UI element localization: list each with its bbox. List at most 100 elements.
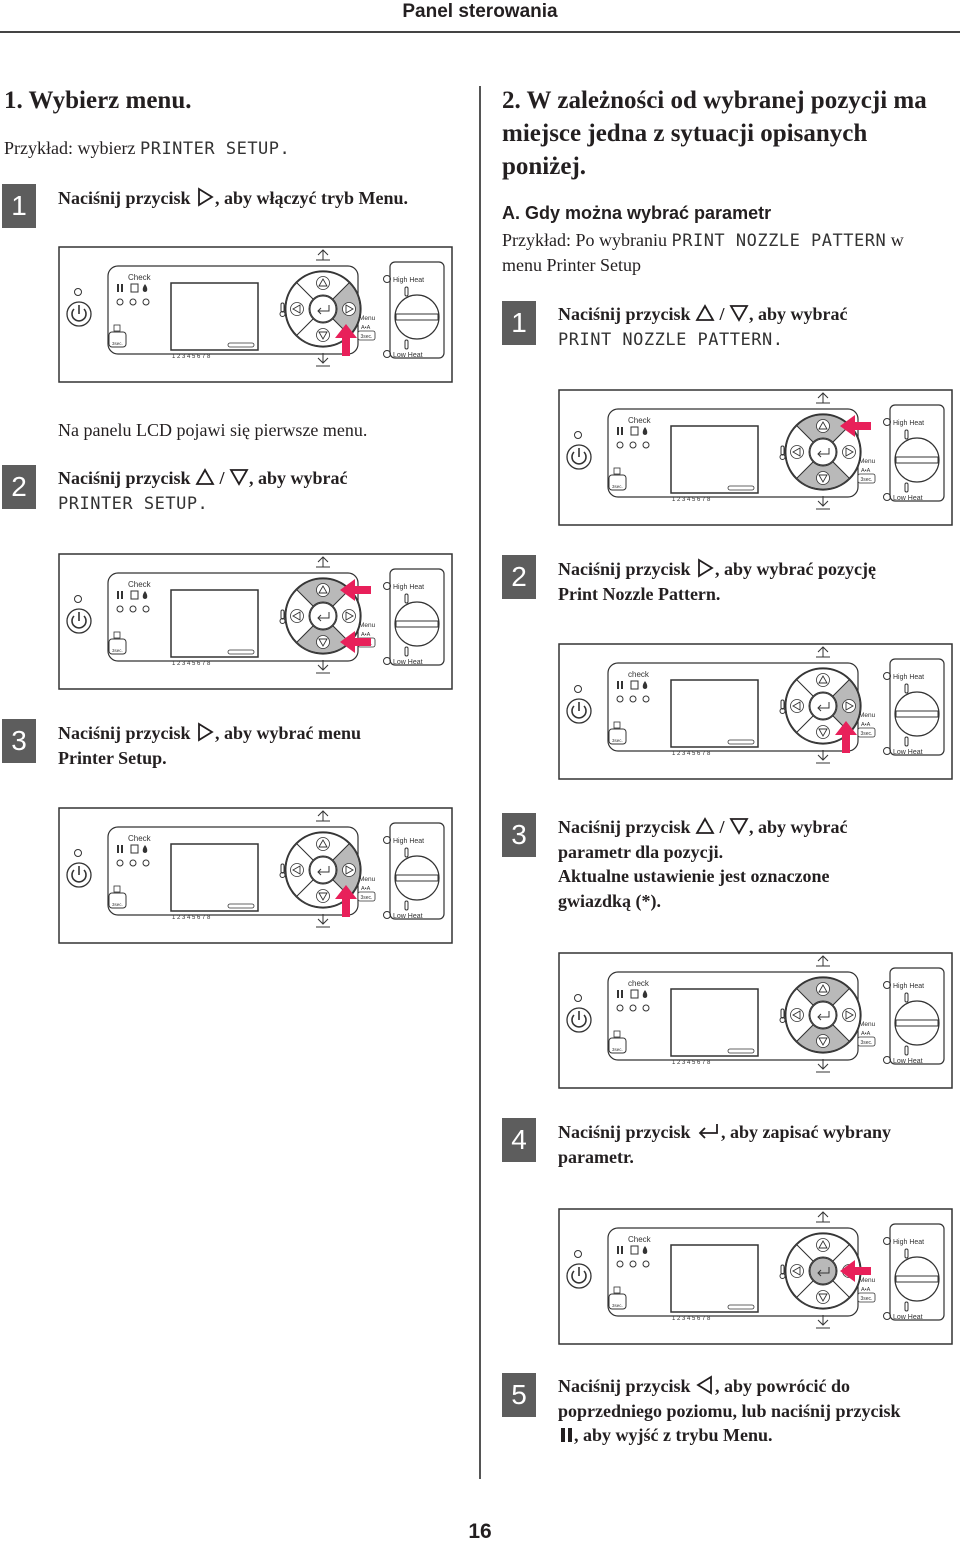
- step-badge-l1: 1: [2, 184, 36, 228]
- high-heat-led: [383, 836, 391, 844]
- feed-down-icon: [316, 660, 330, 674]
- pause-icon: [121, 845, 123, 853]
- ink-drop-icon: [642, 427, 648, 435]
- high-heat-led: [883, 981, 891, 989]
- svg-text:3sec.: 3sec.: [361, 334, 373, 340]
- enter-icon: [317, 612, 330, 622]
- right-triangle-icon: [698, 558, 714, 578]
- up-triangle-icon: [195, 468, 215, 485]
- lcd-screen: [170, 589, 259, 658]
- digit-labels: 1 2 3 4 5 6 7 8: [672, 1316, 711, 1322]
- heat-frame: [889, 1223, 945, 1321]
- menu-label: Menu: [859, 712, 876, 719]
- example-value: PRINTER SETUP.: [139, 139, 291, 159]
- right-heading: 2. W zależności od wybranej pozycji ma m…: [502, 87, 927, 180]
- digit-labels: 1 2 3 4 5 6 7 8: [172, 915, 211, 921]
- low-heat-led: [883, 747, 891, 755]
- down-triangle-icon: [729, 818, 749, 835]
- cleaning-button: [608, 1037, 627, 1054]
- check-label: check: [628, 979, 650, 988]
- high-heat-label: High Heat: [393, 277, 424, 284]
- svg-text:A•A: A•A: [861, 1287, 871, 1293]
- heat-frame: [389, 822, 445, 920]
- paper-icon: [630, 1245, 639, 1255]
- trash-icon: [113, 324, 121, 332]
- pause-icon: [621, 427, 623, 435]
- svg-text:3sec.: 3sec.: [112, 648, 123, 653]
- step-badge-r2: 2: [502, 555, 536, 599]
- power-led: [74, 849, 82, 857]
- svg-text:3sec.: 3sec.: [861, 1040, 873, 1046]
- svg-text:A•A: A•A: [361, 632, 371, 638]
- cleaning-button: [608, 728, 627, 745]
- cleaning-button: [108, 331, 127, 348]
- low-heat-led: [883, 1056, 891, 1064]
- heat-frame: [889, 967, 945, 1065]
- enter-icon: [698, 1124, 718, 1139]
- ink-drop-icon: [142, 591, 148, 599]
- paper-icon: [630, 680, 639, 690]
- up-triangle-icon: [695, 817, 715, 834]
- dpad-center: [809, 438, 837, 466]
- enter-icon: [817, 702, 830, 712]
- column-divider: [479, 86, 481, 1479]
- pause-icon: [621, 1246, 623, 1254]
- step-r4-text: Naciśnij przycisk , aby zapisać wybrany …: [558, 1122, 892, 1167]
- low-heat-led: [383, 911, 391, 919]
- trash-icon: [613, 1030, 621, 1038]
- highlight-arrow-up: [335, 885, 357, 917]
- left-triangle-icon: [696, 1375, 712, 1395]
- check-label: Check: [128, 834, 152, 843]
- feed-down-icon: [816, 1059, 830, 1073]
- svg-text:3sec.: 3sec.: [361, 895, 373, 901]
- cleaning-button: [608, 474, 627, 491]
- high-heat-led: [883, 1237, 891, 1245]
- svg-text:3sec.: 3sec.: [612, 484, 623, 489]
- low-heat-label: Low Heat: [893, 1058, 923, 1065]
- enter-icon: [817, 1267, 830, 1277]
- feed-up-icon: [816, 1211, 830, 1223]
- low-heat-label: Low Heat: [393, 352, 423, 359]
- digit-labels: 1 2 3 4 5 6 7 8: [172, 661, 211, 667]
- feed-up-icon: [316, 249, 330, 261]
- feed-down-icon: [816, 750, 830, 764]
- high-heat-led: [383, 275, 391, 283]
- step-r1-text: Naciśnij przycisk / , aby wybrać PRINT N…: [558, 304, 848, 350]
- pause-icon: [621, 681, 623, 689]
- power-led: [574, 1250, 582, 1258]
- step-badge-r4: 4: [502, 1118, 536, 1162]
- low-heat-label: Low Heat: [393, 913, 423, 920]
- heat-frame: [389, 261, 445, 359]
- low-heat-label: Low Heat: [393, 659, 423, 666]
- step-l2-text: Naciśnij przycisk / , aby wybrać PRINTER…: [58, 468, 348, 514]
- dpad-center: [309, 602, 337, 630]
- ink-drop-icon: [642, 990, 648, 998]
- trash-icon: [113, 631, 121, 639]
- menu-label: Menu: [859, 458, 876, 465]
- feed-up-icon: [816, 646, 830, 658]
- feed-down-icon: [816, 496, 830, 510]
- enter-icon: [317, 305, 330, 315]
- menu-label: Menu: [359, 622, 376, 629]
- check-label: Check: [628, 416, 652, 425]
- high-heat-label: High Heat: [893, 983, 924, 990]
- ink-drop-icon: [642, 681, 648, 689]
- lcd-screen: [670, 425, 759, 494]
- high-heat-label: High Heat: [393, 838, 424, 845]
- step-badge-l2: 2: [2, 465, 36, 509]
- power-led: [74, 288, 82, 296]
- low-heat-led: [383, 350, 391, 358]
- check-label: Check: [128, 273, 152, 282]
- dpad-center: [309, 295, 337, 323]
- left-heading: 1. Wybierz menu.: [4, 87, 192, 114]
- paper-icon: [630, 426, 639, 436]
- page-header: Panel sterowania: [0, 0, 960, 32]
- feed-up-icon: [816, 955, 830, 967]
- heat-frame: [889, 658, 945, 756]
- enter-icon: [817, 1011, 830, 1021]
- page-number: 16: [468, 1520, 492, 1543]
- step-badge-r3: 3: [502, 813, 536, 857]
